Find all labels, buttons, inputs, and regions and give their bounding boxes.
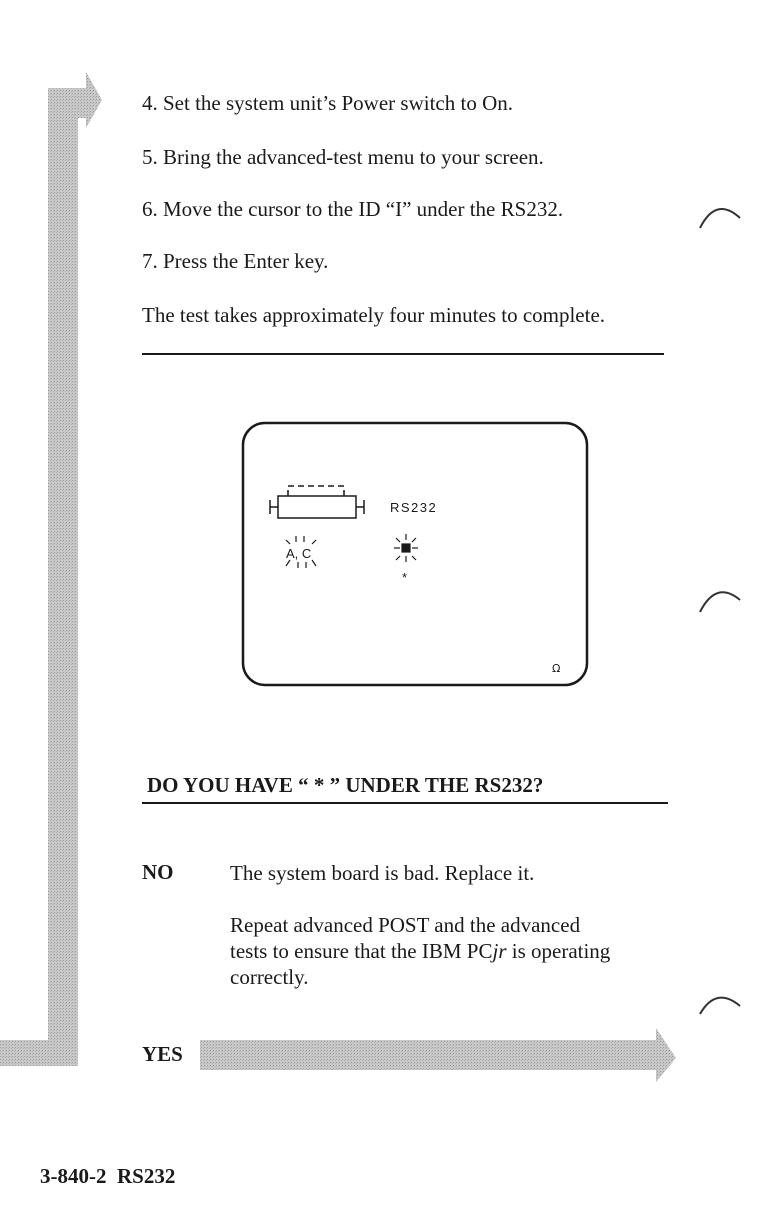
yes-label: YES [142, 1042, 183, 1066]
no-answer-line2: Repeat advanced POST and the advanced [230, 913, 581, 937]
no-answer-line3: tests to ensure that the IBM PCjr is ope… [230, 939, 611, 963]
step-5: 5. Bring the advanced-test menu to your … [142, 145, 544, 169]
question-underline [142, 802, 668, 804]
corner-symbol: Ω [552, 662, 560, 675]
step-7: 7. Press the Enter key. [142, 249, 329, 273]
status-right: * [402, 570, 407, 585]
page-footer: 3-840-2 RS232 [40, 1164, 176, 1188]
no-answer-line4: correctly. [230, 965, 309, 989]
device-label: RS232 [390, 500, 437, 515]
no-answer-line1: The system board is bad. Replace it. [230, 861, 535, 885]
no-answer-text: The system board is bad. Replace it. Rep… [230, 860, 690, 990]
step-4: 4. Set the system unit’s Power switch to… [142, 91, 513, 115]
step-6: 6. Move the cursor to the ID “I” under t… [142, 197, 564, 221]
status-left: A, C [286, 546, 311, 561]
question-heading: DO YOU HAVE “ * ” UNDER THE RS232? [147, 773, 544, 797]
system-board-icon [269, 485, 365, 519]
cursor-block-icon [394, 534, 418, 562]
screen-illustration: RS232 A, C * Ω [241, 421, 589, 687]
section-divider [142, 353, 664, 355]
test-duration-note: The test takes approximately four minute… [142, 303, 606, 327]
no-label: NO [142, 860, 174, 884]
